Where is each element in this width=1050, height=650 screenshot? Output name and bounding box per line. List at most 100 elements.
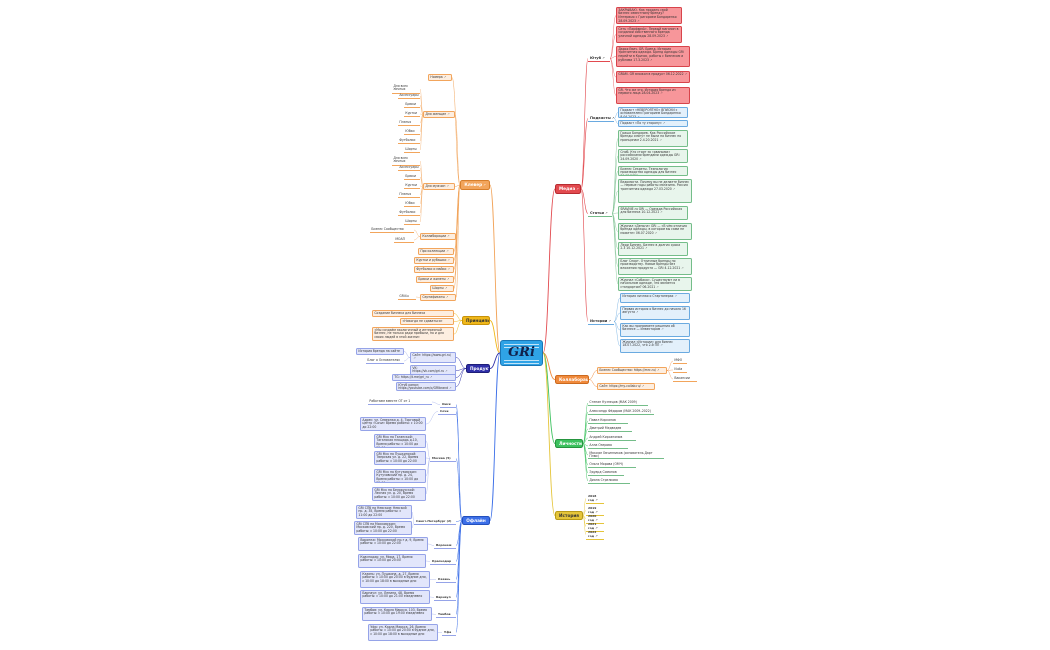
store-detail[interactable]: Барнаул: ул. Ленина, 48, Время работы: с… <box>360 590 430 604</box>
brand-collab-item[interactable]: МОАП <box>394 237 414 243</box>
branch-collab[interactable]: Коллаборации <box>555 375 589 384</box>
brand-for-women[interactable]: Для женщин <box>423 111 455 118</box>
store-detail[interactable]: Воронеж: Московский пр-т д. 9, Время раб… <box>358 537 428 551</box>
brand-men-item[interactable]: Куртки <box>404 183 420 189</box>
article-item[interactable]: Сноб. Кто стоит за «рваными» российскими… <box>618 149 688 163</box>
article-item[interactable]: Журнал «Собака». Существуют ли в начальн… <box>618 277 692 291</box>
history-year[interactable]: 2018 год <box>586 493 604 504</box>
store-detail[interactable]: Краснодар: ул. Мира, 17, Время работы: с… <box>358 554 426 568</box>
brand-women-item[interactable]: Для всех личных <box>392 84 420 94</box>
brand-women-item[interactable]: Шорты <box>404 147 420 153</box>
podcast-item[interactable]: Подкаст «По ту сторону» <box>618 120 688 127</box>
store-city[interactable]: Омск <box>440 401 456 408</box>
person-item[interactable]: Эдуард Симонов <box>588 470 624 476</box>
youtube-item[interactable]: ЗАКРЫВАЮ. Как продать свой бизнес извест… <box>616 7 682 24</box>
collab-right-item[interactable]: МФО <box>673 358 687 364</box>
store-detail[interactable]: Казань: ул. Пушкина, д. 27, Время работы… <box>360 571 430 588</box>
product-item[interactable]: Ютуб канал: https://youtube.com/c/GRIbra… <box>396 382 456 391</box>
person-item[interactable]: Диана Стрелкова <box>588 478 630 484</box>
store-city[interactable]: Санкт-Петербург (2) <box>414 518 456 525</box>
article-item[interactable]: Бизнес Секреты. Технология производства … <box>618 166 688 176</box>
branch-brand[interactable]: Клевер <box>460 180 490 190</box>
branch-product[interactable]: Продукт <box>466 364 490 373</box>
article-item[interactable]: Леди Бизнес. Бизнес в долгих срока 2.3 1… <box>618 242 688 256</box>
brand-numbers[interactable]: Номера <box>428 74 452 81</box>
store-city[interactable]: Тамбов <box>436 611 456 618</box>
principle-item[interactable]: Создание бизнеса для бизнеса <box>372 310 454 317</box>
media-stories[interactable]: Истории <box>588 318 614 325</box>
brand-misc-item[interactable]: Футболки и майки <box>414 266 454 273</box>
store-city[interactable]: Краснодар <box>430 558 456 565</box>
branch-history[interactable]: История <box>555 511 583 520</box>
youtube-item[interactable]: GR. Что же это. История бренда из первог… <box>616 87 690 104</box>
branch-media[interactable]: Медиа <box>555 184 581 194</box>
center-node[interactable]: GRi <box>500 340 543 366</box>
collab-item[interactable]: Сайт: https://my-collab.ru/ <box>597 383 655 390</box>
brand-misc-item[interactable]: Про коллекции <box>418 248 454 255</box>
store-city[interactable]: Барнаул <box>434 594 456 601</box>
store-city[interactable]: Казань <box>436 576 456 583</box>
story-item[interactable]: История личная о Стартаперах <box>620 293 690 303</box>
store-city[interactable]: Воронеж <box>434 542 456 549</box>
branch-stores[interactable]: Офлайн <box>462 516 490 525</box>
person-item[interactable]: Алла Озерова <box>588 443 628 449</box>
brand-collab-item[interactable]: Бизнес Сообщество <box>370 227 414 233</box>
brand-women-item[interactable]: Платья <box>398 120 420 126</box>
history-year[interactable]: 2022 год <box>586 529 604 540</box>
story-item[interactable]: Как вы принимаете решения об бизнесе — И… <box>620 323 690 337</box>
youtube-item[interactable]: Дарья Евич. GR. Бренд. История транзитна… <box>616 46 690 67</box>
brand-women-item[interactable]: Футболки <box>398 138 420 144</box>
brand-women-item[interactable]: Куртки <box>404 111 420 117</box>
media-articles[interactable]: Статьи <box>588 210 612 217</box>
story-item[interactable]: Первая история о бизнес до начала 16 авг… <box>620 306 690 320</box>
article-item[interactable]: Ведомости. Почему вы не делаете бизнес —… <box>618 179 692 203</box>
collab-right-item[interactable]: Вакансии <box>673 376 697 382</box>
person-item[interactable]: Павел Кирсанов <box>588 418 628 424</box>
store-city[interactable]: Сочи <box>438 408 456 415</box>
person-item[interactable]: Максим Овчинников (основатель Дарт Плюс) <box>588 451 664 459</box>
brand-misc-item[interactable]: Шорты <box>430 285 454 292</box>
article-item[interactable]: Блог Спорт. Отличные бренды по производс… <box>618 258 692 275</box>
brand-men-item[interactable]: Платья <box>398 192 420 198</box>
store-detail[interactable]: Уфа: ул. Карла Маркса, 26, Время работы:… <box>368 624 438 641</box>
article-item[interactable]: SRAVNIE.ru GRi — Одежда Российская для б… <box>618 206 688 220</box>
principle-item[interactable]: «Никогда не сдаваться» <box>400 318 454 325</box>
story-item[interactable]: Журнал «Истории» для бизнес 18.07.2022, … <box>620 339 690 353</box>
brand-certificates[interactable]: Сертификаты <box>420 294 456 301</box>
store-city[interactable]: Уфа <box>442 629 456 636</box>
youtube-item[interactable]: Сеть «ПарфюмА». Первый магазин в создани… <box>616 26 682 43</box>
person-item[interactable]: Дмитрий Медведев <box>588 426 632 432</box>
brand-for-men[interactable]: Для мужчин <box>423 183 455 190</box>
person-item[interactable]: Андрей Кирсаномов <box>588 435 636 441</box>
person-item[interactable]: Степан Кузнецов (МАК 2009) <box>588 400 648 406</box>
brand-men-item[interactable]: Брюки <box>404 174 420 180</box>
brand-misc-item[interactable]: Брюки и жилеты <box>416 276 454 283</box>
store-detail[interactable]: Тамбов: ул. Карла Маркса, 103, Время раб… <box>362 607 432 621</box>
person-item[interactable]: Ольга Морова (ОМЧ) <box>588 462 636 468</box>
principle-item[interactable]: «Мы создаём экологичный и интересный биз… <box>372 327 454 341</box>
collab-item[interactable]: Бизнес Сообщество: https://mrc.ru/ <box>597 367 667 374</box>
product-left-item[interactable]: История бренда на сайте <box>356 348 404 355</box>
store-detail[interactable]: Работаем вместе ОТ от 1 <box>368 399 432 405</box>
brand-men-item[interactable]: Аксессуары <box>398 165 420 171</box>
brand-men-item[interactable]: Юбки <box>404 201 420 207</box>
brand-misc-item[interactable]: Куртки и рубашки <box>414 257 454 264</box>
article-item[interactable]: Гриша Бондарев. Как Российские бренды см… <box>618 130 688 147</box>
store-detail[interactable]: GRi Мск на Пушкинской: Тверская ул. д. 2… <box>374 451 426 465</box>
product-item[interactable]: Сайт: https://www.gri.ru/ <box>410 352 456 363</box>
person-item[interactable]: Александр Фёдоров (МАК 2009–2022) <box>588 409 654 415</box>
media-youtube[interactable]: Ютуб <box>588 55 610 62</box>
media-podcasts[interactable]: Подкасты <box>588 115 614 122</box>
store-detail[interactable]: GRi СПб на Московском: Московский пр. д.… <box>354 521 412 535</box>
brand-men-item[interactable]: Шорты <box>404 219 420 225</box>
collab-right-item[interactable]: Nulla <box>673 367 687 373</box>
brand-collabs[interactable]: Коллаборации <box>420 233 456 240</box>
store-detail[interactable]: GRi Мск на Таганской: Таганская площадь … <box>374 434 426 448</box>
product-left-item[interactable]: Блог о Основателях <box>366 358 404 364</box>
brand-women-item[interactable]: Аксессуары <box>398 93 420 99</box>
branch-people[interactable]: Личности <box>555 439 583 448</box>
product-item[interactable]: TG: https://t.me/gri_ru <box>392 374 456 381</box>
brand-women-item[interactable]: Юбки <box>404 129 420 135</box>
brand-men-item[interactable]: Футболки <box>398 210 420 216</box>
store-detail[interactable]: GRi Мск на Белорусской: Лесная ул. д. 20… <box>372 487 426 501</box>
